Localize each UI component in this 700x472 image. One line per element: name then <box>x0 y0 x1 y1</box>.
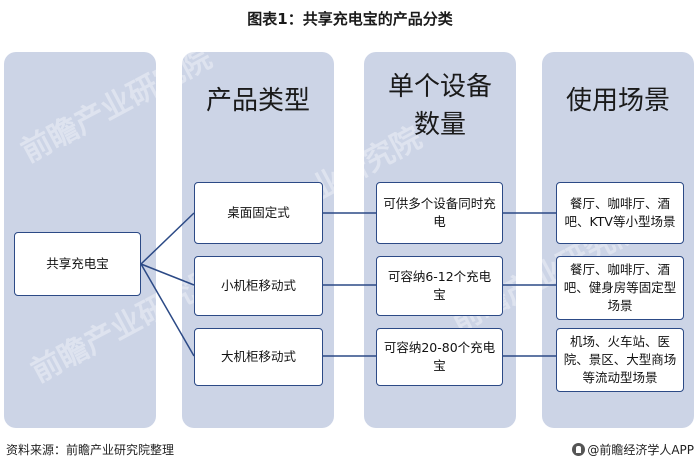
scene-node-small-cabinet: 餐厅、咖啡厅、酒吧、健身房等固定型场景 <box>556 256 684 320</box>
root-node: 共享充电宝 <box>14 232 141 296</box>
connector-root-row3 <box>140 263 195 357</box>
header-device-count-line2: 数量 <box>413 110 466 140</box>
brand-logo-icon <box>572 443 586 456</box>
footer-brand-text: @前瞻经济学人APP <box>587 443 694 457</box>
footer-source: 资料来源：前瞻产业研究院整理 <box>6 443 175 457</box>
type-node-small-cabinet: 小机柜移动式 <box>194 256 323 316</box>
scene-node-desktop: 餐厅、咖啡厅、酒吧、KTV等小型场景 <box>556 182 684 244</box>
footer-brand: @前瞻经济学人APP <box>572 441 694 458</box>
count-node-small-cabinet: 可容纳6-12个充电宝 <box>376 256 503 316</box>
chart-title: 图表1：共享充电宝的产品分类 <box>247 10 453 28</box>
type-node-large-cabinet: 大机柜移动式 <box>194 328 323 386</box>
header-device-count-line1: 单个设备 <box>387 72 492 102</box>
connector-root-row1 <box>140 212 195 265</box>
header-product-type: 产品类型 <box>205 86 310 116</box>
count-node-desktop: 可供多个设备同时充电 <box>376 182 503 244</box>
count-node-large-cabinet: 可容纳20-80个充电宝 <box>376 328 503 386</box>
header-scenario: 使用场景 <box>565 86 670 116</box>
type-node-desktop: 桌面固定式 <box>194 182 323 244</box>
connector-root-row2 <box>140 263 195 286</box>
header-device-count: 单个设备 数量 <box>364 68 516 144</box>
scene-node-large-cabinet: 机场、火车站、医院、景区、大型商场等流动型场景 <box>556 328 684 392</box>
